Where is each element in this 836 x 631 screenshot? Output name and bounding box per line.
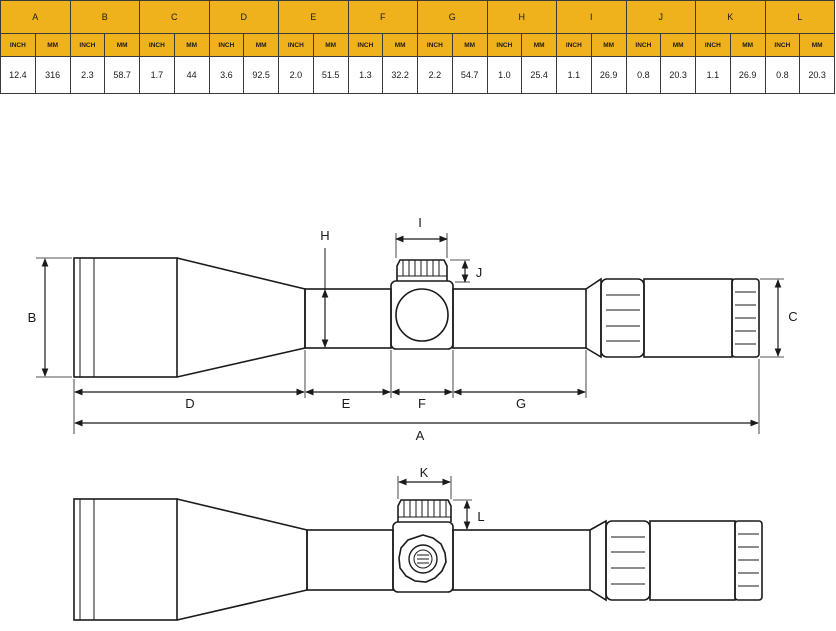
elevation-turret-2 bbox=[397, 499, 452, 522]
unit-inch: INCH bbox=[486, 33, 523, 57]
power-ring bbox=[600, 278, 645, 358]
col-letter-h: H bbox=[486, 0, 557, 34]
unit-inch: INCH bbox=[695, 33, 731, 57]
eyepiece-body bbox=[643, 278, 733, 358]
ocular-focus-2 bbox=[734, 520, 763, 601]
unit-inch: INCH bbox=[69, 33, 106, 57]
label-i: I bbox=[418, 215, 422, 230]
value-d-inch: 3.6 bbox=[208, 56, 245, 94]
main-tube-rear bbox=[452, 288, 587, 349]
letter-header-row: A B C D E F G H I J K L bbox=[0, 0, 835, 34]
unit-mm: MM bbox=[451, 33, 488, 57]
top-scope bbox=[73, 257, 760, 378]
label-e: E bbox=[342, 396, 351, 411]
col-letter-d: D bbox=[208, 0, 279, 34]
value-i-mm: 26.9 bbox=[590, 56, 627, 94]
value-e-inch: 2.0 bbox=[278, 56, 314, 94]
label-g: G bbox=[516, 396, 526, 411]
unit-mm: MM bbox=[521, 33, 557, 57]
label-h: H bbox=[320, 228, 329, 243]
unit-mm: MM bbox=[590, 33, 627, 57]
value-b-mm: 58.7 bbox=[104, 56, 140, 94]
col-letter-c: C bbox=[139, 0, 210, 34]
brand-logo bbox=[408, 544, 438, 574]
unit-mm: MM bbox=[799, 33, 835, 57]
value-c-mm: 44 bbox=[173, 56, 210, 94]
main-tube-front bbox=[304, 288, 392, 349]
value-j-inch: 0.8 bbox=[625, 56, 662, 94]
unit-inch: INCH bbox=[764, 33, 801, 57]
value-b-inch: 2.3 bbox=[69, 56, 106, 94]
unit-inch: INCH bbox=[625, 33, 662, 57]
col-letter-k: K bbox=[695, 0, 766, 34]
value-l-inch: 0.8 bbox=[764, 56, 801, 94]
value-i-inch: 1.1 bbox=[556, 56, 592, 94]
label-j: J bbox=[476, 265, 483, 280]
windage-knob bbox=[398, 534, 447, 583]
unit-inch: INCH bbox=[417, 33, 453, 57]
label-d: D bbox=[185, 396, 194, 411]
unit-inch: INCH bbox=[0, 33, 36, 57]
value-j-mm: 20.3 bbox=[660, 56, 696, 94]
label-b: B bbox=[28, 310, 37, 325]
unit-mm: MM bbox=[34, 33, 71, 57]
bottom-scope bbox=[73, 498, 763, 621]
value-k-mm: 26.9 bbox=[729, 56, 766, 94]
col-letter-j: J bbox=[625, 0, 696, 34]
dimension-lines-2 bbox=[397, 476, 472, 531]
col-letter-i: I bbox=[556, 0, 627, 34]
value-d-mm: 92.5 bbox=[243, 56, 279, 94]
dimension-lines bbox=[36, 233, 784, 434]
unit-mm: MM bbox=[312, 33, 349, 57]
col-letter-e: E bbox=[278, 0, 349, 34]
objective-bell bbox=[73, 257, 178, 378]
col-letter-l: L bbox=[764, 0, 835, 34]
objective-taper bbox=[176, 257, 306, 378]
label-c: C bbox=[788, 309, 797, 324]
value-e-mm: 51.5 bbox=[312, 56, 349, 94]
col-letter-f: F bbox=[347, 0, 418, 34]
col-letter-g: G bbox=[417, 0, 488, 34]
objective-bell-2 bbox=[73, 498, 178, 621]
value-a-mm: 316 bbox=[34, 56, 71, 94]
col-letter-a: A bbox=[0, 0, 71, 34]
unit-mm: MM bbox=[382, 33, 418, 57]
value-g-mm: 54.7 bbox=[451, 56, 488, 94]
unit-inch: INCH bbox=[347, 33, 384, 57]
value-f-mm: 32.2 bbox=[382, 56, 418, 94]
value-a-inch: 12.4 bbox=[0, 56, 36, 94]
value-h-mm: 25.4 bbox=[521, 56, 557, 94]
value-g-inch: 2.2 bbox=[417, 56, 453, 94]
value-c-inch: 1.7 bbox=[139, 56, 175, 94]
turret-saddle bbox=[390, 280, 454, 350]
label-l: L bbox=[477, 509, 484, 524]
value-l-mm: 20.3 bbox=[799, 56, 835, 94]
eyepiece-flare bbox=[585, 277, 602, 359]
elevation-turret bbox=[396, 259, 448, 281]
side-focus-knob bbox=[395, 288, 449, 342]
power-ring-2 bbox=[605, 520, 651, 601]
ocular-focus bbox=[731, 278, 760, 358]
unit-mm: MM bbox=[173, 33, 210, 57]
label-k: K bbox=[420, 465, 429, 480]
value-k-inch: 1.1 bbox=[695, 56, 731, 94]
label-a: A bbox=[416, 428, 425, 443]
unit-inch: INCH bbox=[278, 33, 314, 57]
value-f-inch: 1.3 bbox=[347, 56, 384, 94]
label-f: F bbox=[418, 396, 426, 411]
